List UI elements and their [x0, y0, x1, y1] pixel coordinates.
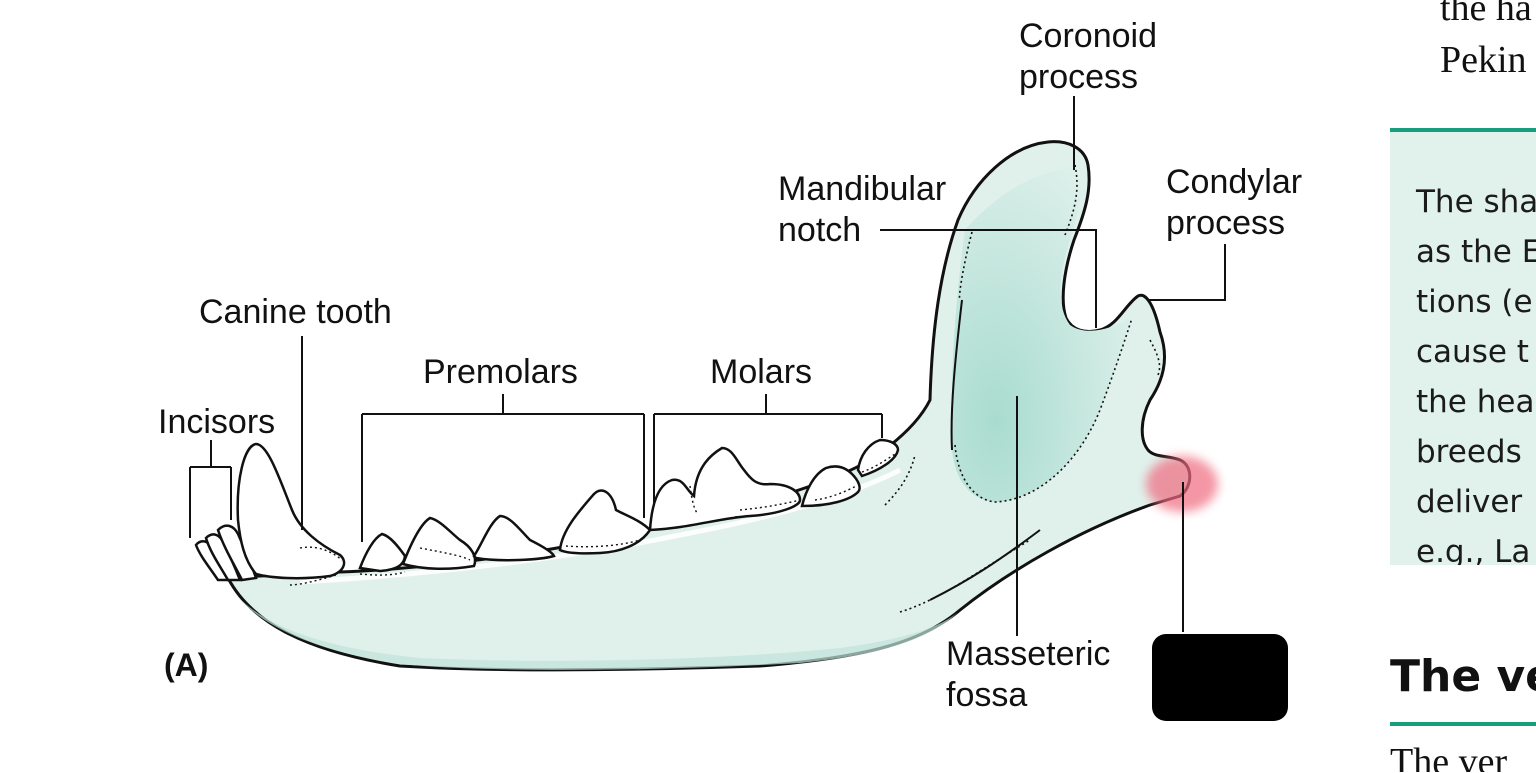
note-line: deliver: [1416, 484, 1523, 520]
side-body-text: the ha Pekin: [1440, 0, 1532, 81]
panel-id-label: (A): [164, 647, 209, 683]
masseteric-fossa-label: Masseteric fossa: [946, 635, 1111, 714]
canine-tooth-label: Canine tooth: [199, 293, 392, 331]
note-line: breeds: [1416, 434, 1522, 470]
molar-2: [800, 465, 861, 508]
condylar-leader: [1148, 244, 1226, 301]
note-line: tions (e: [1416, 284, 1533, 320]
mandible-diagram: Coronoid process Condylar process Mandib…: [158, 17, 1303, 721]
note-line: cause t: [1416, 334, 1529, 370]
redacted-label-box: [1152, 634, 1288, 721]
condylar-process-label: Condylar process: [1166, 163, 1303, 242]
premolar-2: [401, 516, 477, 571]
notch-leader: [880, 229, 1097, 328]
note-line: The sha: [1416, 184, 1536, 220]
note-line: e.g., La: [1416, 534, 1531, 565]
note-line: as the E: [1416, 234, 1536, 270]
premolar-4: [558, 489, 652, 555]
premolars-label: Premolars: [423, 353, 578, 391]
section-heading: The ve: [1390, 648, 1536, 726]
molars-bracket: [653, 394, 883, 506]
masseteric-fossa-region: [951, 168, 1130, 502]
molars-label: Molars: [710, 353, 813, 391]
canine-tooth-shape: [236, 442, 346, 580]
section-body-text: The ver: [1390, 742, 1508, 772]
incisors-bracket: [189, 440, 232, 538]
teeth: [194, 438, 900, 582]
incisors-label: Incisors: [158, 403, 276, 441]
coronoid-process-label: Coronoid process: [1019, 17, 1157, 96]
leader-lines: [189, 96, 1226, 636]
molar-1: [648, 446, 802, 532]
side-note-box: The sha as the E tions (e cause t the he…: [1390, 128, 1536, 565]
premolar-3: [472, 514, 556, 562]
premolar-1: [358, 532, 407, 573]
molar-3: [856, 438, 900, 478]
note-line: the hea: [1416, 384, 1535, 420]
mandibular-notch-label: Mandibular notch: [778, 170, 947, 249]
gum-lines: [289, 453, 896, 586]
mandible-illustration: [189, 96, 1226, 672]
premolars-bracket: [361, 394, 645, 542]
